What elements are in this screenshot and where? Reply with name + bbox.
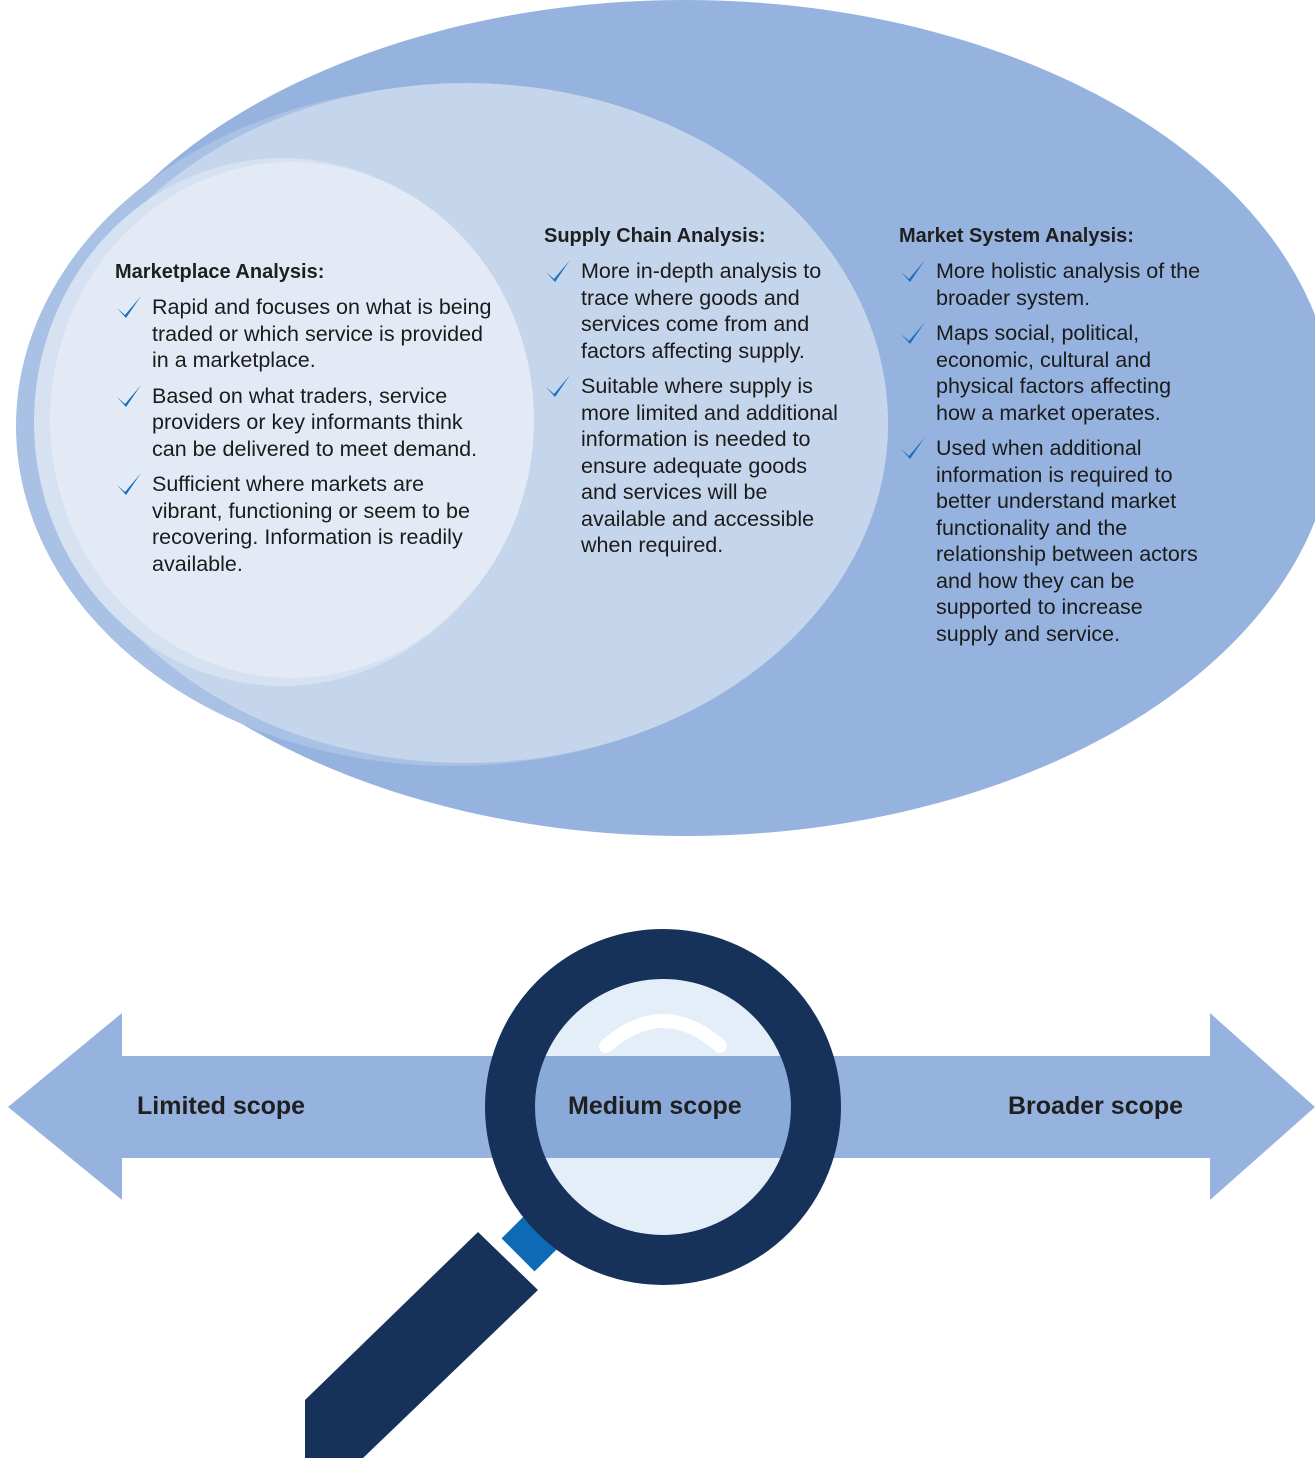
panel-title: Market System Analysis: bbox=[899, 225, 1134, 247]
market-system-analysis-panel: Market System Analysis: More holistic an… bbox=[899, 225, 1204, 656]
broader-scope-label: Broader scope bbox=[1008, 1092, 1184, 1120]
panel-title: Marketplace Analysis: bbox=[115, 261, 325, 283]
list-item: Based on what traders, service providers… bbox=[115, 383, 493, 463]
list-item-text: Suitable where supply is more limited an… bbox=[581, 374, 838, 557]
checkmark-icon bbox=[546, 260, 570, 282]
panel-title: Supply Chain Analysis: bbox=[544, 225, 766, 247]
magnifying-glass-icon bbox=[305, 929, 841, 1458]
list-item-text: Used when additional information is requ… bbox=[936, 436, 1198, 646]
list-item-text: More holistic analysis of the broader sy… bbox=[936, 259, 1201, 310]
checkmark-icon bbox=[901, 437, 925, 459]
checkmark-icon bbox=[901, 260, 925, 282]
list-item-text: Rapid and focuses on what is being trade… bbox=[152, 295, 492, 372]
inner-ellipse bbox=[50, 162, 534, 678]
list-item: Sufficient where markets are vibrant, fu… bbox=[115, 471, 493, 577]
checkmark-icon bbox=[117, 296, 141, 318]
checkmark-icon bbox=[901, 322, 925, 344]
limited-scope-label: Limited scope bbox=[137, 1092, 306, 1120]
list-item: Used when additional information is requ… bbox=[899, 435, 1204, 647]
list-item-text: Sufficient where markets are vibrant, fu… bbox=[152, 472, 470, 576]
list-item: Suitable where supply is more limited an… bbox=[544, 373, 844, 559]
list-item: More holistic analysis of the broader sy… bbox=[899, 258, 1204, 311]
list-item: Maps social, political, economic, cultur… bbox=[899, 320, 1204, 426]
list-item: More in-depth analysis to trace where go… bbox=[544, 258, 844, 364]
list-item-text: Based on what traders, service providers… bbox=[152, 383, 478, 461]
checkmark-icon bbox=[117, 384, 141, 407]
marketplace-analysis-panel: Marketplace Analysis: Rapid and focuses … bbox=[115, 261, 493, 586]
supply-chain-analysis-panel: Supply Chain Analysis: More in-depth ana… bbox=[544, 225, 844, 568]
list-item-text: More in-depth analysis to trace where go… bbox=[581, 259, 822, 363]
list-item-text: Maps social, political, economic, cultur… bbox=[936, 321, 1172, 425]
list-item: Rapid and focuses on what is being trade… bbox=[115, 294, 493, 374]
checkmark-icon bbox=[546, 375, 570, 397]
checkmark-icon bbox=[117, 473, 141, 495]
medium-scope-label: Medium scope bbox=[568, 1092, 742, 1120]
